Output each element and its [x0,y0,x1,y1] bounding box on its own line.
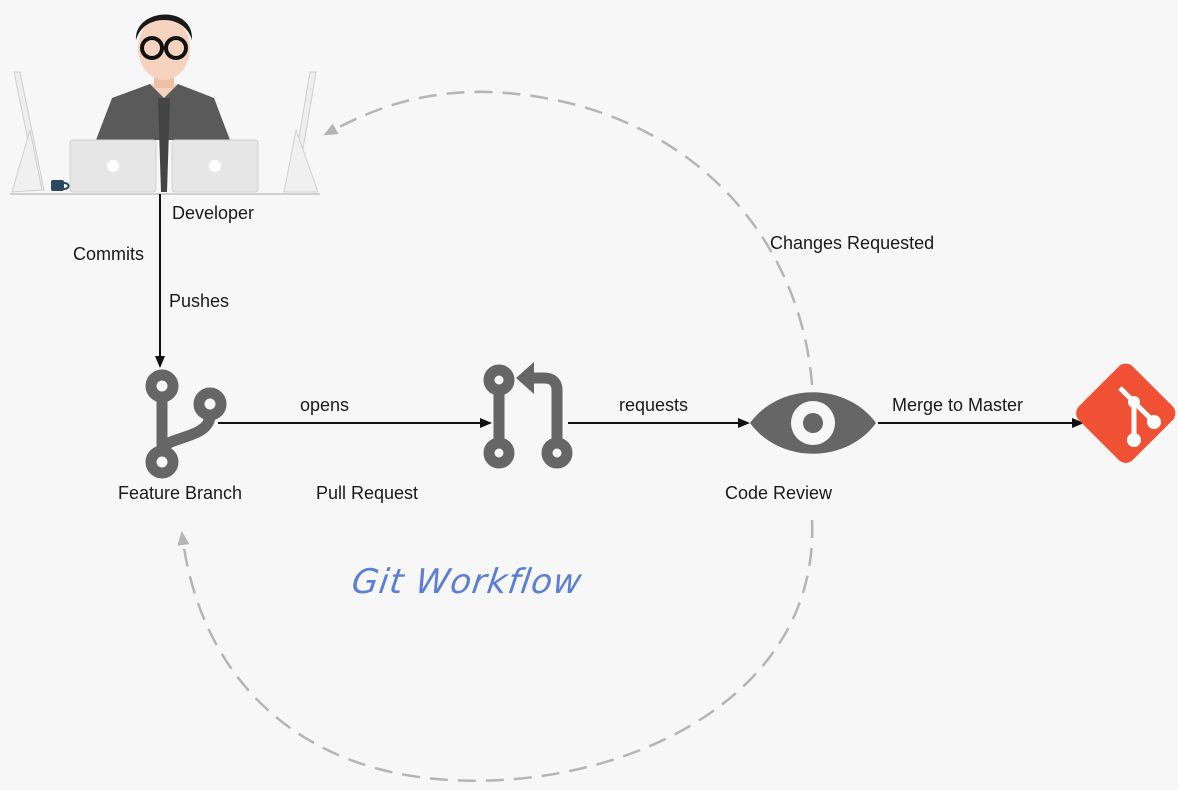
git-pull-request-icon [483,362,573,469]
eye-icon [750,392,876,454]
developer-at-laptop-icon [10,14,320,195]
commits-label: Commits [73,244,144,264]
developer-label: Developer [172,203,255,223]
changes-requested-label: Changes Requested [770,233,935,253]
feature-branch-label: Feature Branch [118,483,243,503]
code-review-label: Code Review [725,483,833,503]
return-loop [177,519,814,782]
pushes-label: Pushes [169,291,230,311]
opens-label: opens [300,395,350,415]
changes-requested-loop [323,90,814,386]
pull-request-label: Pull Request [316,483,419,503]
merge-to-master-label: Merge to Master [892,395,1024,415]
git-logo-icon [1076,363,1176,463]
requests-label: requests [619,395,689,415]
git-branch-icon [145,369,227,479]
diagram-title: Git Workflow [349,562,585,602]
